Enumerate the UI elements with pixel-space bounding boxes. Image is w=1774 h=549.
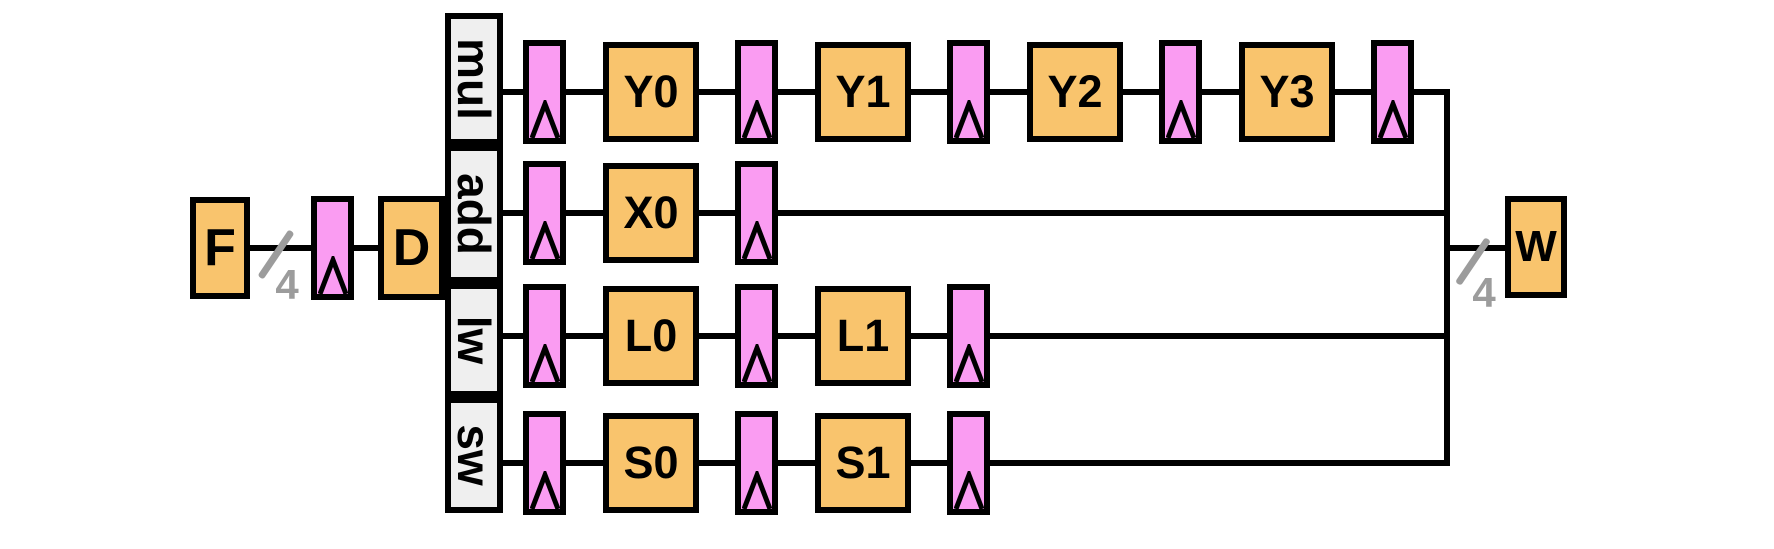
unit-Y1: Y1: [815, 42, 911, 142]
clock-edge-icon: [953, 344, 984, 382]
pipeline-register-add-0: [523, 161, 566, 265]
clock-edge-icon: [741, 100, 772, 138]
pipeline-register-mul-2: [947, 40, 990, 144]
pipeline-register-lw-2: [947, 284, 990, 388]
unit-label-Y1: Y1: [835, 66, 891, 117]
issue-lane-column: mul add lw sw: [445, 13, 503, 513]
unit-S1: S1: [815, 413, 911, 513]
unit-label-Y2: Y2: [1047, 66, 1103, 117]
clock-edge-icon: [953, 471, 984, 509]
lane-label-lw: lw: [448, 315, 500, 365]
pipeline-register-lw-0: [523, 284, 566, 388]
lane-segment-mul: mul: [445, 13, 503, 145]
unit-S0: S0: [603, 413, 699, 513]
pipeline-register-mul-0: [523, 40, 566, 144]
bus-width-label-right: 4: [1472, 269, 1496, 316]
pipeline-register-mul-4: [1371, 40, 1414, 144]
wire-bus-to-writeback: [1444, 245, 1505, 251]
clock-edge-icon: [741, 221, 772, 259]
clock-edge-icon: [1165, 100, 1196, 138]
writeback-stage-label: W: [1515, 222, 1557, 271]
lane-label-sw: sw: [448, 424, 500, 486]
pipeline-register-add-1: [735, 161, 778, 265]
clock-edge-icon: [741, 471, 772, 509]
unit-L1: L1: [815, 286, 911, 386]
unit-Y2: Y2: [1027, 42, 1123, 142]
fetch-stage-box: F: [190, 197, 250, 299]
decode-stage-box: D: [378, 196, 445, 300]
lane-label-mul: mul: [448, 38, 500, 120]
wire-add-lane: [503, 210, 1450, 216]
pipeline-register-mul-1: [735, 40, 778, 144]
pipeline-register-lw-1: [735, 284, 778, 388]
clock-edge-icon: [529, 100, 560, 138]
clock-edge-icon: [1377, 100, 1408, 138]
pipeline-register-sw-0: [523, 411, 566, 515]
wire-register-to-decode: [353, 245, 378, 251]
clock-edge-icon: [741, 344, 772, 382]
pipeline-register: [311, 196, 354, 300]
writeback-stage-box: W: [1505, 196, 1567, 298]
unit-label-L0: L0: [624, 310, 678, 361]
clock-edge-icon: [529, 344, 560, 382]
unit-label-L1: L1: [836, 310, 890, 361]
result-bus: [1444, 89, 1450, 466]
pipeline-register-sw-1: [735, 411, 778, 515]
unit-Y3: Y3: [1239, 42, 1335, 142]
lane-segment-sw: sw: [445, 397, 503, 513]
unit-Y0: Y0: [603, 42, 699, 142]
unit-label-Y0: Y0: [623, 66, 679, 117]
unit-label-Y3: Y3: [1259, 66, 1315, 117]
lane-segment-lw: lw: [445, 283, 503, 397]
fetch-stage-label: F: [204, 219, 236, 277]
clock-edge-icon: [317, 256, 348, 294]
clock-edge-icon: [529, 471, 560, 509]
pipeline-register-mul-3: [1159, 40, 1202, 144]
unit-L0: L0: [603, 286, 699, 386]
clock-edge-icon: [529, 221, 560, 259]
lane-segment-add: add: [445, 145, 503, 283]
decode-stage-label: D: [392, 219, 431, 277]
lane-label-add: add: [448, 173, 500, 255]
unit-label-S1: S1: [835, 437, 891, 488]
unit-X0: X0: [603, 163, 699, 263]
clock-edge-icon: [953, 100, 984, 138]
bus-width-label-left: 4: [275, 261, 299, 308]
unit-label-S0: S0: [623, 437, 679, 488]
pipeline-register-sw-2: [947, 411, 990, 515]
unit-label-X0: X0: [623, 187, 679, 238]
